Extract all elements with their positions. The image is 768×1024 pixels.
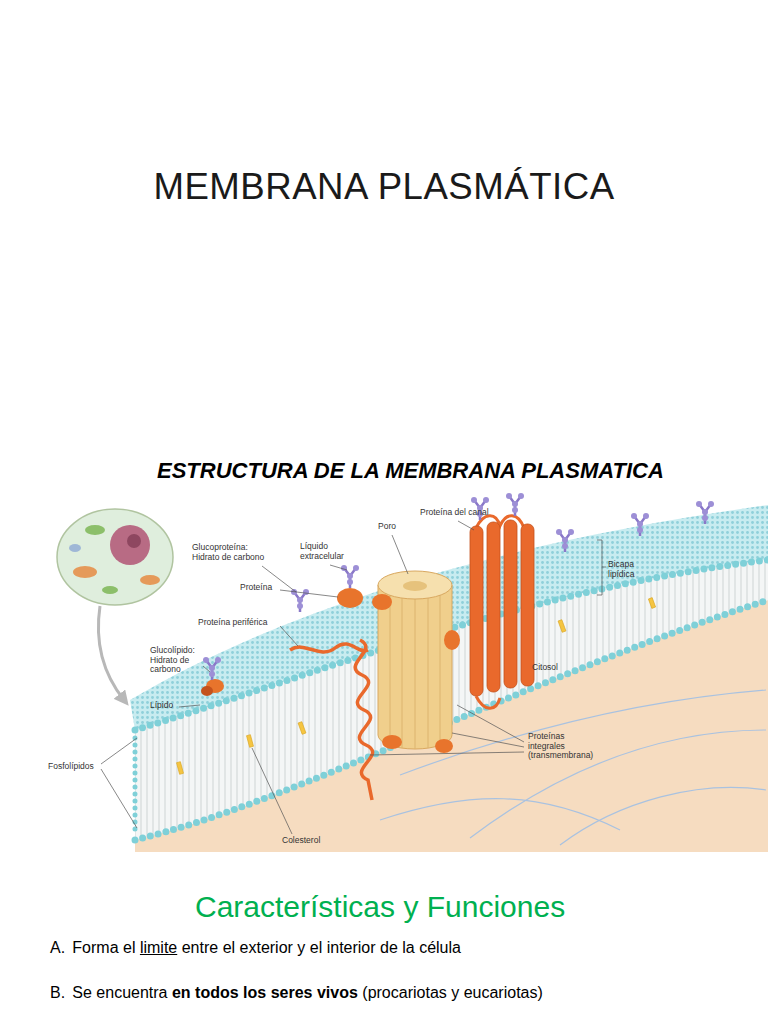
leader-lines bbox=[101, 521, 606, 834]
list-marker: A. bbox=[50, 939, 65, 956]
list-item: A. Forma el limite entre el exterior y el i… bbox=[50, 939, 465, 957]
leader-lines bbox=[101, 769, 137, 828]
leader-lines bbox=[179, 705, 200, 707]
channel-protein bbox=[470, 516, 534, 709]
channel-protein bbox=[521, 524, 534, 686]
part-label: Líquido extracelular bbox=[300, 542, 355, 561]
phospholipid-heads bbox=[133, 738, 138, 834]
zoom-arrow bbox=[98, 606, 124, 700]
leader-lines bbox=[458, 521, 474, 530]
leader-lines bbox=[597, 540, 602, 595]
pore-protein bbox=[372, 594, 392, 610]
pore-protein bbox=[378, 571, 452, 599]
part-label: Citosol bbox=[532, 663, 558, 673]
part-label: Bicapa lipídica bbox=[608, 560, 653, 579]
cell-thumbnail bbox=[73, 566, 97, 578]
cholesterol-marks bbox=[247, 735, 254, 748]
list-text: entre el exterior y el interior de la cé… bbox=[182, 939, 461, 956]
cholesterol-marks bbox=[558, 620, 566, 633]
cholesterol-marks bbox=[177, 762, 184, 775]
carbohydrate-chains bbox=[556, 529, 574, 552]
pore-protein bbox=[378, 585, 452, 749]
channel-protein bbox=[470, 526, 483, 696]
list-text: Forma el bbox=[72, 939, 135, 956]
channel-protein bbox=[504, 520, 517, 688]
leader-lines bbox=[370, 752, 524, 755]
carbohydrate-chains bbox=[631, 513, 649, 536]
list-text: en todos los seres vivos bbox=[172, 984, 358, 1001]
leader-lines bbox=[252, 748, 292, 834]
channel-protein bbox=[487, 522, 500, 692]
pore-protein bbox=[428, 597, 429, 748]
pore-protein bbox=[435, 739, 453, 753]
part-label: Colesterol bbox=[282, 836, 320, 846]
pore-protein bbox=[444, 630, 460, 650]
helix-protein bbox=[355, 640, 372, 800]
carbohydrate-chains bbox=[506, 493, 524, 516]
pore-protein bbox=[390, 592, 391, 744]
cytoskeleton-fibers bbox=[560, 787, 766, 845]
pore-protein bbox=[390, 592, 440, 749]
cell-thumbnail bbox=[140, 575, 160, 585]
cell-thumbnail bbox=[127, 534, 141, 548]
list-text: Se encuentra bbox=[72, 984, 167, 1001]
cell-thumbnail bbox=[102, 586, 118, 594]
list-text: limite bbox=[140, 939, 177, 956]
pore-protein bbox=[402, 596, 403, 748]
leader-lines bbox=[392, 535, 408, 574]
cholesterol-marks bbox=[298, 722, 306, 735]
cell-thumbnail bbox=[69, 544, 81, 552]
pore-protein bbox=[403, 581, 427, 591]
part-label: Poro bbox=[378, 522, 396, 532]
section-heading: ESTRUCTURA DE LA MEMBRANA PLASMATICA bbox=[157, 458, 664, 484]
cell-thumbnail bbox=[57, 509, 173, 605]
cell-thumbnail bbox=[110, 525, 150, 565]
leader-lines bbox=[457, 705, 524, 742]
cholesterol-marks bbox=[648, 598, 655, 609]
slide-title: MEMBRANA PLASMÁTICA bbox=[0, 166, 768, 208]
cytoskeleton-fibers bbox=[380, 799, 620, 830]
pore-protein bbox=[440, 594, 441, 745]
leader-lines bbox=[452, 733, 524, 747]
part-label: Proteínas integrales (transmembrana) bbox=[528, 732, 598, 761]
pore-protein bbox=[415, 598, 416, 749]
cell-thumbnail bbox=[57, 509, 173, 605]
part-label: Lípido bbox=[150, 701, 173, 711]
protein-blob bbox=[337, 588, 363, 608]
pore-protein bbox=[382, 735, 402, 749]
part-label: Glucoproteína: Hidrato de carbono bbox=[192, 543, 272, 562]
protein-blob bbox=[201, 588, 363, 696]
leader-lines bbox=[280, 590, 338, 597]
part-label: Fosfolípidos bbox=[48, 762, 94, 772]
part-label: Proteína del canal bbox=[420, 508, 489, 518]
carbohydrate-chains bbox=[203, 493, 714, 680]
carbohydrate-chains bbox=[696, 501, 714, 524]
list-marker: B. bbox=[50, 984, 65, 1001]
leader-lines bbox=[330, 565, 347, 570]
list-item: B. Se encuentra en todos los seres vivos(p… bbox=[50, 984, 547, 1002]
peripheral-protein bbox=[290, 644, 368, 652]
leader-lines bbox=[602, 567, 606, 568]
cell-thumbnail bbox=[85, 525, 105, 535]
leader-lines bbox=[101, 738, 137, 764]
carbohydrate-chains bbox=[203, 657, 221, 680]
cytoskeleton-fibers bbox=[470, 730, 766, 838]
leader-lines bbox=[280, 626, 298, 646]
part-label: Glucolípido: Hidrato de carbono bbox=[150, 646, 202, 675]
part-label: Proteína bbox=[240, 583, 272, 593]
section-heading: Características y Funciones bbox=[195, 890, 565, 924]
bilayer-section bbox=[135, 560, 768, 840]
part-label: Proteína periférica bbox=[198, 618, 267, 628]
pore-protein bbox=[372, 571, 460, 753]
list-text: (procariotas y eucariotas) bbox=[362, 984, 543, 1001]
protein-blob bbox=[201, 686, 213, 696]
leader-lines bbox=[203, 666, 210, 672]
carbohydrate-chains bbox=[341, 565, 359, 588]
channel-protein bbox=[476, 696, 500, 708]
